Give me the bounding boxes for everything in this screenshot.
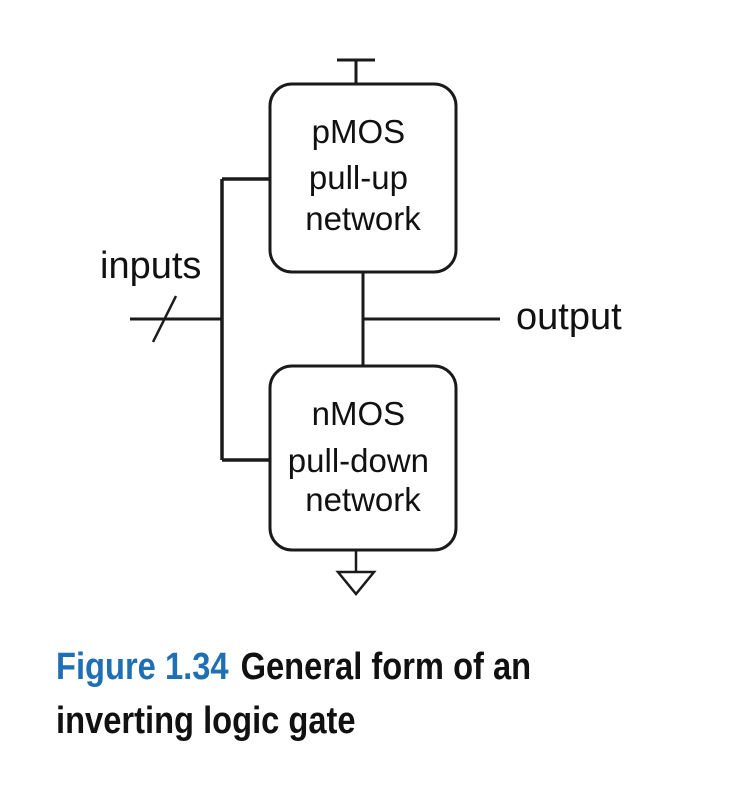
pull-down-line-1: nMOS <box>312 395 406 432</box>
bus-slash-icon <box>151 295 178 343</box>
pull-up-line-2: pull-up <box>309 159 408 196</box>
pull-up-line-1: pMOS <box>312 113 406 150</box>
pull-down-line-2: pull-down <box>288 442 429 479</box>
pull-down-line-3: network <box>305 481 421 518</box>
output-node-wires <box>361 272 500 366</box>
caption-line-2: inverting logic gate <box>56 700 356 742</box>
output-label: output <box>516 296 622 338</box>
figure-caption: Figure 1.34 General form of an inverting … <box>56 640 624 748</box>
vdd-supply-icon <box>337 58 375 84</box>
ground-icon <box>335 550 377 596</box>
pull-down-network-box <box>268 364 458 552</box>
caption-title-part-1: General form of an <box>240 646 532 688</box>
caption-line-1: Figure 1.34 General form of an <box>56 640 624 694</box>
figure-number: Figure 1.34 <box>56 646 229 688</box>
svg-text:pMOS pull-up network: pMOS pull-up network <box>305 113 421 237</box>
pull-up-line-3: network <box>305 200 421 237</box>
input-bus-wires <box>220 177 270 462</box>
inputs-label: inputs <box>100 245 201 287</box>
svg-text:nMOS pull-down network: nMOS pull-down network <box>288 395 438 518</box>
